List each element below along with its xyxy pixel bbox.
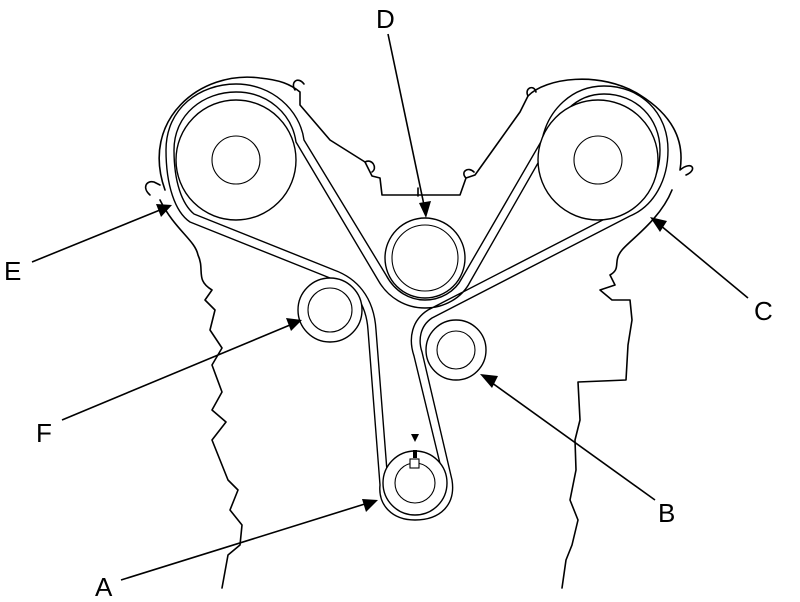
timing-mark-icon	[411, 434, 419, 442]
callout-label-f: F	[36, 418, 52, 448]
arrowhead-d	[419, 201, 431, 218]
idler-pulley-f	[297, 277, 363, 343]
water-pump-pulley	[384, 217, 466, 299]
left-camshaft-pulley	[175, 99, 297, 221]
arrowhead-c	[650, 217, 667, 232]
leader-a	[120, 502, 369, 581]
callout-label-e: E	[4, 256, 21, 286]
right-camshaft-pulley	[537, 99, 659, 221]
crankshaft-pulley	[382, 434, 448, 516]
callout-labels: A B C D E F	[4, 4, 773, 602]
leader-b	[487, 379, 656, 501]
arrowhead-f	[286, 318, 302, 331]
leader-c	[659, 224, 749, 299]
idler-pulley-b	[425, 319, 487, 381]
callout-leaders	[31, 33, 749, 581]
leader-d	[387, 33, 425, 206]
leader-e	[31, 209, 161, 263]
callout-label-d: D	[376, 4, 395, 34]
leader-f	[61, 324, 291, 421]
arrowhead-e	[156, 204, 172, 217]
timing-belt	[165, 83, 669, 521]
callout-label-c: C	[754, 296, 773, 326]
callout-label-b: B	[658, 498, 675, 528]
callout-label-a: A	[95, 572, 113, 602]
arrowhead-a	[362, 499, 378, 512]
arrowhead-b	[480, 374, 498, 388]
engine-block-outline	[144, 76, 694, 589]
